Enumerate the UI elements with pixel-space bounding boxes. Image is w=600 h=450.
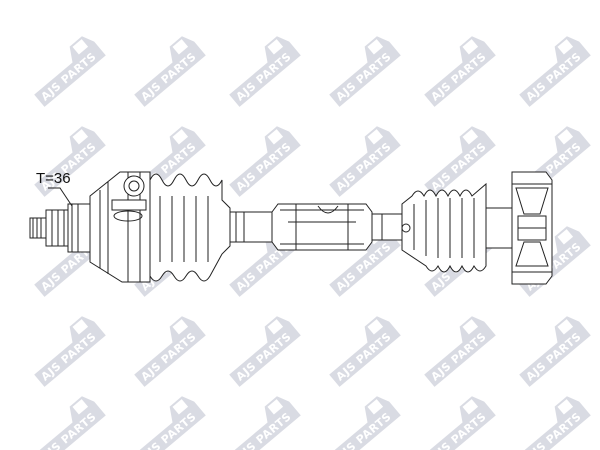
watermark-text: AJS PARTS: [139, 50, 199, 104]
watermark-logo: AJS PARTS: [34, 396, 106, 450]
watermark-logo: AJS PARTS: [329, 36, 401, 107]
watermark-logo: AJS PARTS: [424, 36, 496, 107]
watermark-text: AJS PARTS: [234, 50, 294, 104]
shaft-tube-left: [229, 211, 273, 243]
watermark-text: AJS PARTS: [524, 330, 584, 384]
watermark-logo: AJS PARTS: [134, 36, 206, 107]
watermark-logo: AJS PARTS: [519, 396, 591, 450]
watermark-logo: AJS PARTS: [34, 316, 106, 387]
watermark-text: AJS PARTS: [429, 50, 489, 104]
watermark-logo: AJS PARTS: [34, 36, 106, 107]
watermark-logo: AJS PARTS: [329, 396, 401, 450]
watermark-text: AJS PARTS: [39, 330, 99, 384]
teeth-count-label: T=36: [36, 170, 71, 187]
left-threaded-stub: [29, 203, 91, 253]
watermark-logo: AJS PARTS: [229, 396, 301, 450]
teeth-leader-line: [48, 187, 73, 207]
watermark-logo: AJS PARTS: [424, 316, 496, 387]
watermark-logo: AJS PARTS: [229, 36, 301, 107]
watermark-logo: AJS PARTS: [329, 126, 401, 197]
right-boot: [401, 182, 487, 273]
watermark-text: AJS PARTS: [234, 140, 294, 194]
watermark-text: AJS PARTS: [39, 50, 99, 104]
watermark-text: AJS PARTS: [139, 330, 199, 384]
left-boot: [149, 173, 231, 282]
shaft-tube-right: [371, 213, 403, 241]
inner-cv-joint: [511, 171, 553, 285]
watermark-text: AJS PARTS: [334, 140, 394, 194]
outer-cv-joint: [89, 171, 151, 283]
watermark-text: AJS PARTS: [429, 140, 489, 194]
watermark-logo: AJS PARTS: [329, 316, 401, 387]
watermark-logo: AJS PARTS: [229, 126, 301, 197]
watermark-text: AJS PARTS: [524, 50, 584, 104]
watermark-logo: AJS PARTS: [519, 36, 591, 107]
drive-shaft: [29, 171, 553, 285]
watermark-text: AJS PARTS: [334, 330, 394, 384]
inner-joint-neck: [485, 207, 513, 249]
watermark-text: AJS PARTS: [334, 50, 394, 104]
vibration-damper: [271, 203, 373, 251]
watermark-text: AJS PARTS: [234, 330, 294, 384]
watermark-logo: AJS PARTS: [229, 316, 301, 387]
watermark-logo: AJS PARTS: [519, 316, 591, 387]
watermark-text: AJS PARTS: [429, 330, 489, 384]
watermark-logo: AJS PARTS: [424, 396, 496, 450]
watermark-logo: AJS PARTS: [134, 396, 206, 450]
watermark-logo: AJS PARTS: [134, 316, 206, 387]
